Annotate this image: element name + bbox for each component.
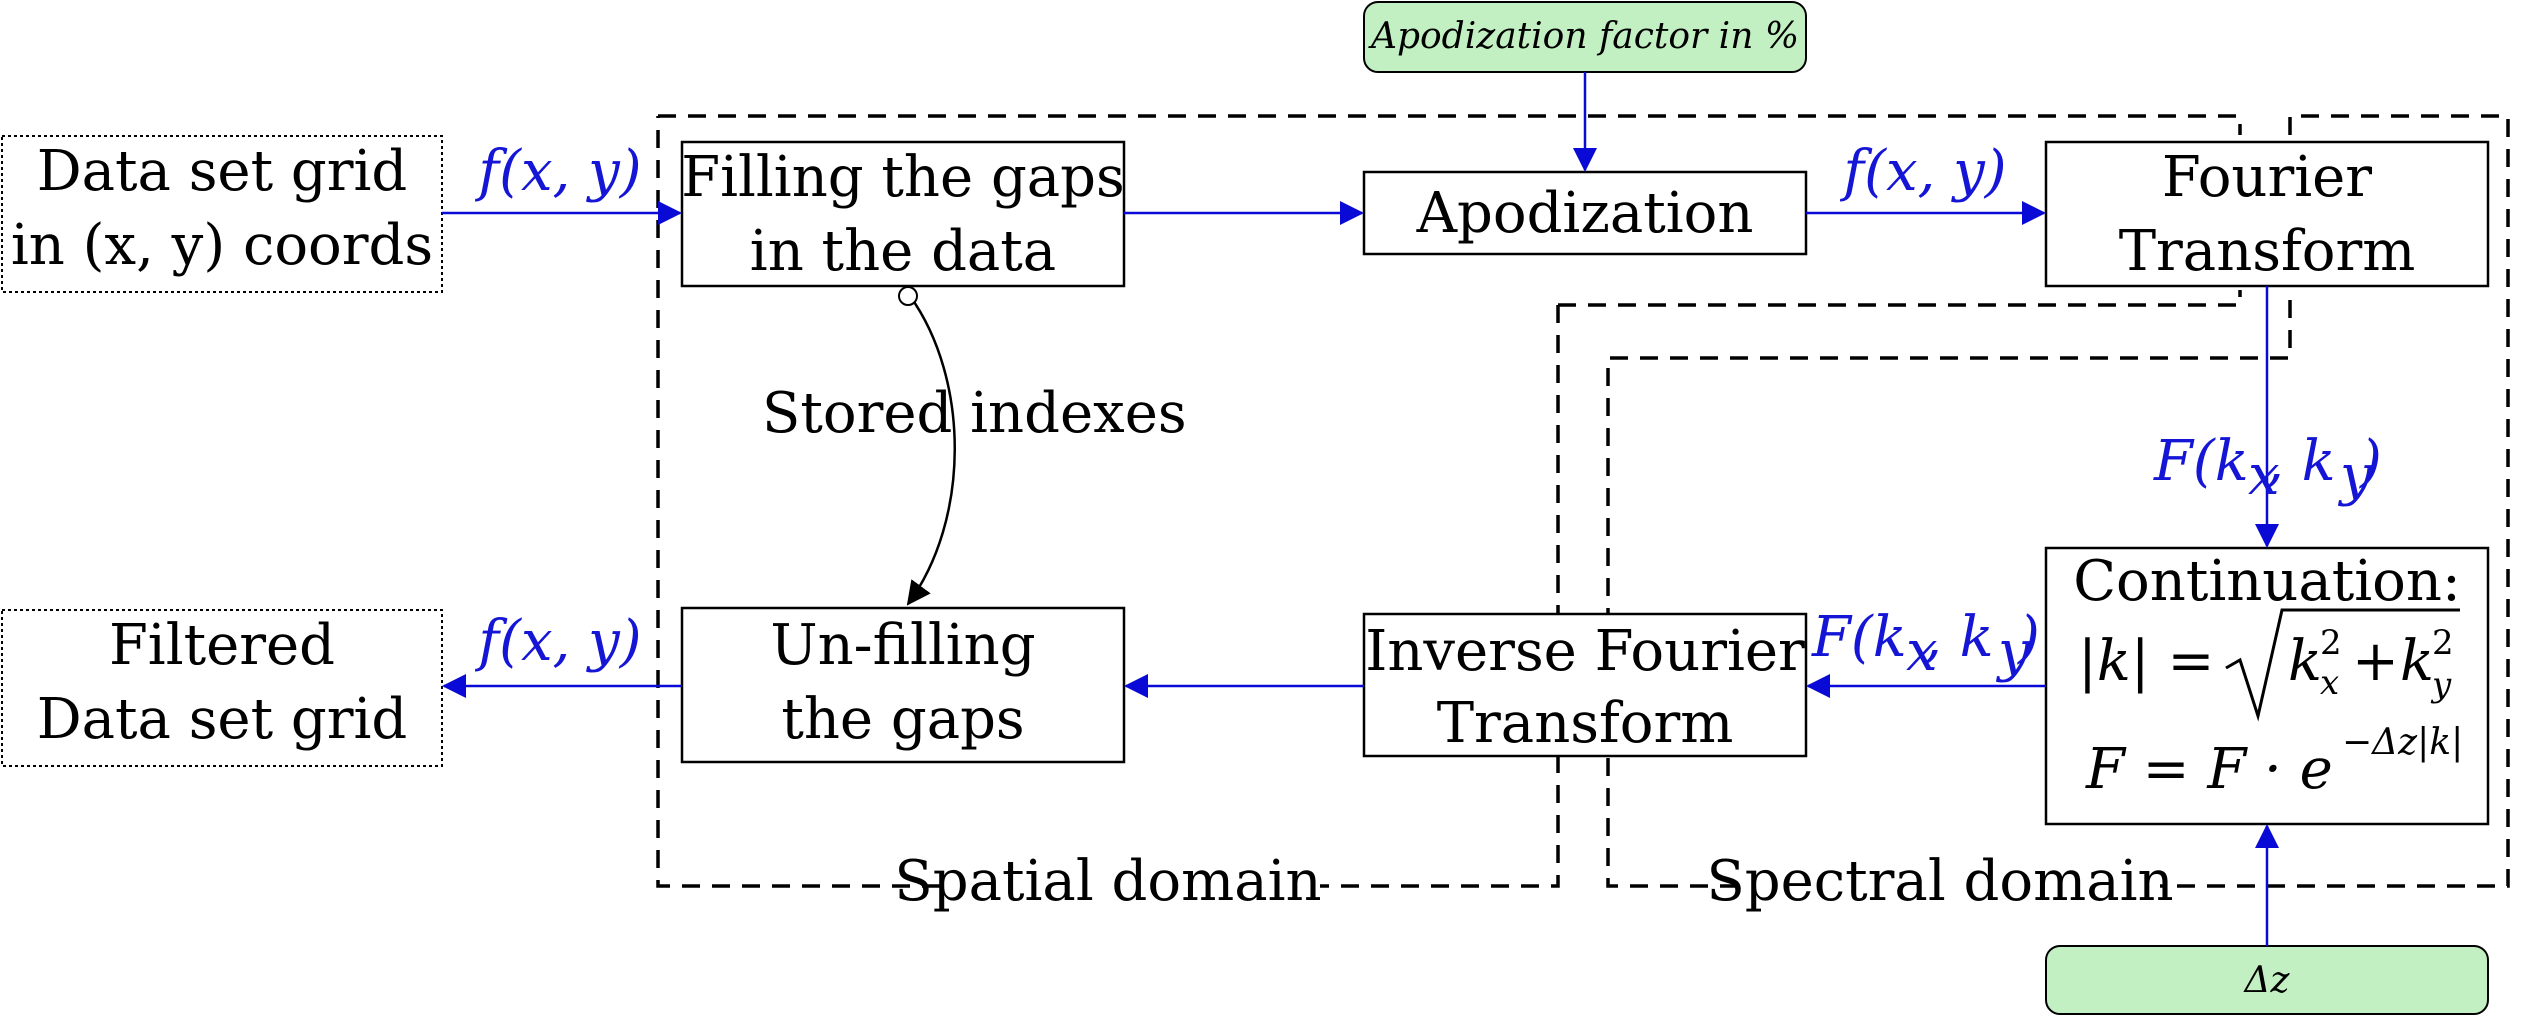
filling-line2: in the data bbox=[750, 219, 1056, 284]
kx-sup: 2 bbox=[2320, 623, 2342, 663]
continuation-node[interactable]: Continuation: |k| = k 2 x + k 2 y F = F … bbox=[2044, 546, 2490, 826]
apodization-factor-label: Apodization factor in % bbox=[1368, 16, 1799, 57]
svg-text:x: x bbox=[1906, 619, 1938, 684]
stored-indexes-link: Stored indexes bbox=[762, 286, 1187, 606]
svg-text:): ) bbox=[2017, 605, 2040, 670]
data-grid-line2: in (x, y) coords bbox=[11, 213, 433, 278]
ky-symbol: k bbox=[2400, 629, 2434, 694]
inverse-line2: Transform bbox=[1437, 691, 1734, 756]
fourier-line2: Transform bbox=[2119, 219, 2416, 284]
svg-text:y: y bbox=[2337, 443, 2373, 508]
Fk-label-horizontal: F(k x , k y ) bbox=[1811, 605, 2040, 684]
data-set-grid-node[interactable]: Data set grid in (x, y) coords bbox=[1, 135, 443, 293]
apodization-node[interactable]: Apodization bbox=[1362, 170, 1808, 256]
sqrt-sign bbox=[2225, 608, 2460, 722]
apodization-label: Apodization bbox=[1416, 181, 1754, 246]
filling-line1: Filling the gaps bbox=[681, 145, 1125, 210]
ky-sub: y bbox=[2430, 665, 2452, 705]
filtered-data-grid-node[interactable]: Filtered Data set grid bbox=[1, 609, 443, 767]
svg-text:F(k: F(k bbox=[1811, 605, 1907, 670]
continuation-title: Continuation: bbox=[2073, 549, 2461, 614]
inverse-line1: Inverse Fourier bbox=[1365, 619, 1805, 684]
svg-text:x: x bbox=[2248, 443, 2280, 508]
unfilling-line2: the gaps bbox=[781, 687, 1024, 752]
F-equation: F = F · e bbox=[2085, 737, 2333, 802]
svg-text:): ) bbox=[2359, 429, 2382, 494]
svg-text:F(k: F(k bbox=[2153, 429, 2249, 494]
arrows bbox=[442, 72, 2279, 946]
abs-k-equals: |k| = bbox=[2078, 629, 2214, 694]
fxy-label-apodization: f(x, y) bbox=[1839, 139, 2006, 204]
inverse-fourier-node[interactable]: Inverse Fourier Transform bbox=[1362, 612, 1808, 758]
svg-text:, k: , k bbox=[2266, 429, 2336, 494]
stored-indexes-label: Stored indexes bbox=[762, 381, 1187, 446]
fxy-label-output: f(x, y) bbox=[474, 609, 641, 674]
spectral-domain-region bbox=[1606, 114, 2510, 888]
kx-symbol: k bbox=[2288, 629, 2322, 694]
filtered-line2: Data set grid bbox=[37, 687, 408, 752]
data-grid-line1: Data set grid bbox=[37, 139, 408, 204]
filtered-line1: Filtered bbox=[109, 613, 335, 678]
svg-text:, k: , k bbox=[1924, 605, 1994, 670]
delta-z-param[interactable]: Δz bbox=[2045, 945, 2489, 1015]
svg-text:y: y bbox=[1995, 619, 2031, 684]
fxy-label-input: f(x, y) bbox=[474, 139, 641, 204]
fourier-line1: Fourier bbox=[2162, 145, 2372, 210]
apodization-factor-param[interactable]: Apodization factor in % bbox=[1363, 1, 1807, 73]
spatial-domain-region bbox=[656, 114, 2242, 888]
ky-sup: 2 bbox=[2432, 623, 2454, 663]
plus-sign: + bbox=[2352, 629, 2399, 694]
spatial-domain-label: Spatial domain bbox=[894, 849, 1321, 914]
unfilling-gaps-node[interactable]: Un-filling the gaps bbox=[680, 606, 1126, 764]
unfilling-line1: Un-filling bbox=[770, 613, 1035, 678]
stored-indexes-origin-dot bbox=[898, 286, 918, 306]
Fk-label-vertical: F(k x , k y ) bbox=[2153, 429, 2382, 508]
spectral-domain-label: Spectral domain bbox=[1706, 849, 2173, 914]
fourier-transform-node[interactable]: Fourier Transform bbox=[2044, 140, 2490, 288]
delta-z-label: Δz bbox=[2243, 960, 2291, 1001]
F-exponent: −Δz|k| bbox=[2342, 722, 2463, 763]
filling-gaps-node[interactable]: Filling the gaps in the data bbox=[680, 140, 1126, 288]
kx-sub: x bbox=[2320, 663, 2339, 703]
